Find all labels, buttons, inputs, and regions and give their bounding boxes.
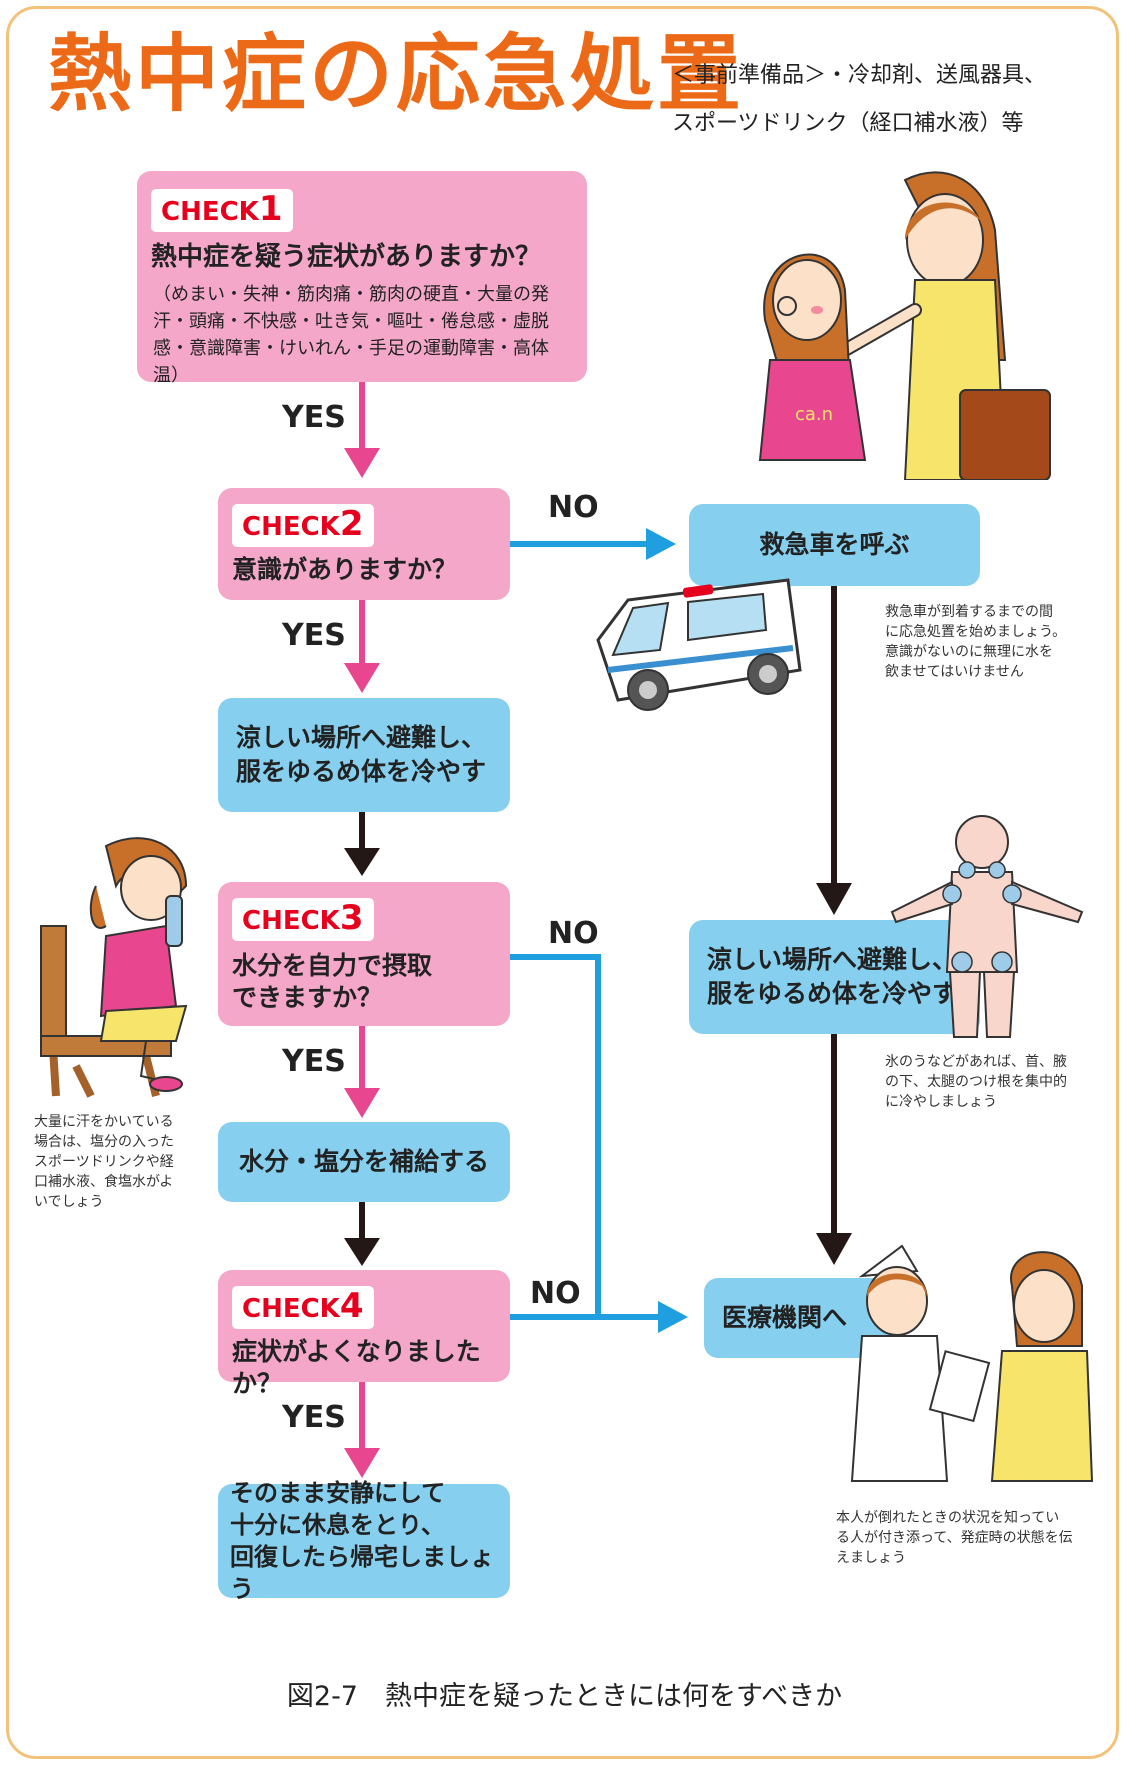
no-label-3: NO — [530, 1276, 581, 1311]
rest-box: そのまま安静にして 十分に休息をとり、 回復したら帰宅しましょう — [218, 1479, 510, 1603]
page-frame — [6, 6, 1119, 1759]
check4-box: CHECK4 症状がよくなりましたか？ — [218, 1270, 510, 1398]
check2-box: CHECK2 意識がありますか？ — [218, 488, 510, 600]
check1-question: 熱中症を疑う症状がありますか？ — [151, 242, 542, 272]
no-label-1: NO — [548, 490, 599, 525]
check1-symptoms: （めまい・失神・筋肉痛・筋肉の硬直・大量の発汗・頭痛・不快感・吐き気・嘔吐・倦怠… — [153, 284, 549, 386]
check1-tag-number: 1 — [258, 189, 283, 229]
yes-label-3: YES — [282, 1044, 346, 1079]
cool-down-text-right: 涼しい場所へ避難し、 服をゆるめ体を冷やす — [707, 945, 958, 1008]
check1-tag-text: CHECK — [161, 197, 259, 227]
hospital-note: 本人が倒れたときの状況を知ってい る人が付き添って、発症時の状態を伝 えましょう — [836, 1510, 1073, 1566]
yes-arrow-3 — [344, 1026, 380, 1118]
hydrate-text: 水分・塩分を補給する — [238, 1147, 489, 1176]
girl-drinking-illustration — [40, 837, 188, 1098]
check3-tag-text: CHECK — [242, 906, 340, 936]
check1-tag: CHECK1 — [151, 189, 293, 232]
check2-tag-text: CHECK — [242, 512, 340, 542]
no-arrow-hospital — [510, 954, 688, 1333]
check2-tag-number: 2 — [339, 504, 364, 544]
body-cooling-illustration — [890, 815, 1084, 1038]
yes-label-4: YES — [282, 1400, 346, 1435]
check2-tag: CHECK2 — [232, 504, 374, 547]
cool-down-box-right: 涼しい場所へ避難し、 服をゆるめ体を冷やす — [689, 920, 980, 1034]
hospital-text: 医療機関へ — [722, 1303, 848, 1332]
check4-tag-number: 4 — [339, 1286, 364, 1326]
rest-text: そのまま安静にして 十分に休息をとり、 回復したら帰宅しましょう — [230, 1479, 494, 1603]
yes-arrow-2 — [344, 600, 380, 693]
check3-question: 水分を自力で摂取 できますか？ — [232, 951, 433, 1012]
no-label-2: NO — [548, 916, 599, 951]
mother-child-illustration: ca.n — [758, 171, 1051, 480]
flow-arrow-left-2 — [344, 1202, 380, 1266]
check4-question: 症状がよくなりましたか？ — [232, 1337, 481, 1398]
figure-caption: 図2-7 熱中症を疑ったときには何をすべきか — [286, 1681, 843, 1712]
page-title: 熱中症の応急処置 — [48, 25, 745, 123]
flow-arrow-right-2 — [816, 1034, 852, 1265]
sweat-note: 大量に汗をかいている 場合は、塩分の入った スポーツドリンクや経 口補水液、食塩… — [34, 1114, 174, 1210]
yes-label-2: YES — [282, 618, 346, 653]
ambulance-note: 救急車が到着するまでの間 に応急処置を始めましょう。 意識がないのに無理に水を … — [885, 604, 1067, 680]
check4-tag-text: CHECK — [242, 1294, 340, 1324]
hydrate-box: 水分・塩分を補給する — [218, 1122, 510, 1202]
ambulance-box: 救急車を呼ぶ — [689, 504, 980, 586]
yes-arrow-4 — [344, 1382, 380, 1478]
preparation-line-2: スポーツドリンク（経口補水液）等 — [672, 111, 1024, 136]
cool-down-box-left: 涼しい場所へ避難し、 服をゆるめ体を冷やす — [218, 698, 510, 812]
check1-box: CHECK1 熱中症を疑う症状がありますか？ （めまい・失神・筋肉痛・筋肉の硬直… — [137, 171, 587, 386]
check3-tag: CHECK3 — [232, 898, 374, 941]
ambulance-illustration — [596, 578, 802, 711]
cool-down-text-left: 涼しい場所へ避難し、 服をゆるめ体を冷やす — [236, 723, 487, 786]
nurse-patient-illustration — [850, 1244, 1094, 1482]
ambulance-text: 救急車を呼ぶ — [759, 530, 910, 559]
yes-label-1: YES — [282, 400, 346, 435]
preparation-note: ＜事前準備品＞・冷却剤、送風器具、 スポーツドリンク（経口補水液）等 — [672, 52, 1046, 148]
flow-arrow-right-1 — [816, 586, 852, 915]
check4-tag: CHECK4 — [232, 1286, 374, 1329]
check2-question: 意識がありますか？ — [232, 555, 458, 584]
no-arrow-ambulance — [510, 528, 676, 560]
flow-arrow-left-1 — [344, 812, 380, 876]
yes-arrow-1 — [344, 382, 380, 478]
svg-text:ca.n: ca.n — [795, 404, 833, 425]
preparation-line-1: ＜事前準備品＞・冷却剤、送風器具、 — [672, 63, 1047, 88]
check3-box: CHECK3 水分を自力で摂取 できますか？ — [218, 882, 510, 1026]
ice-note: 氷のうなどがあれば、首、腋 の下、太腿のつけ根を集中的 に冷やしましょう — [885, 1054, 1067, 1110]
check3-tag-number: 3 — [339, 898, 364, 938]
